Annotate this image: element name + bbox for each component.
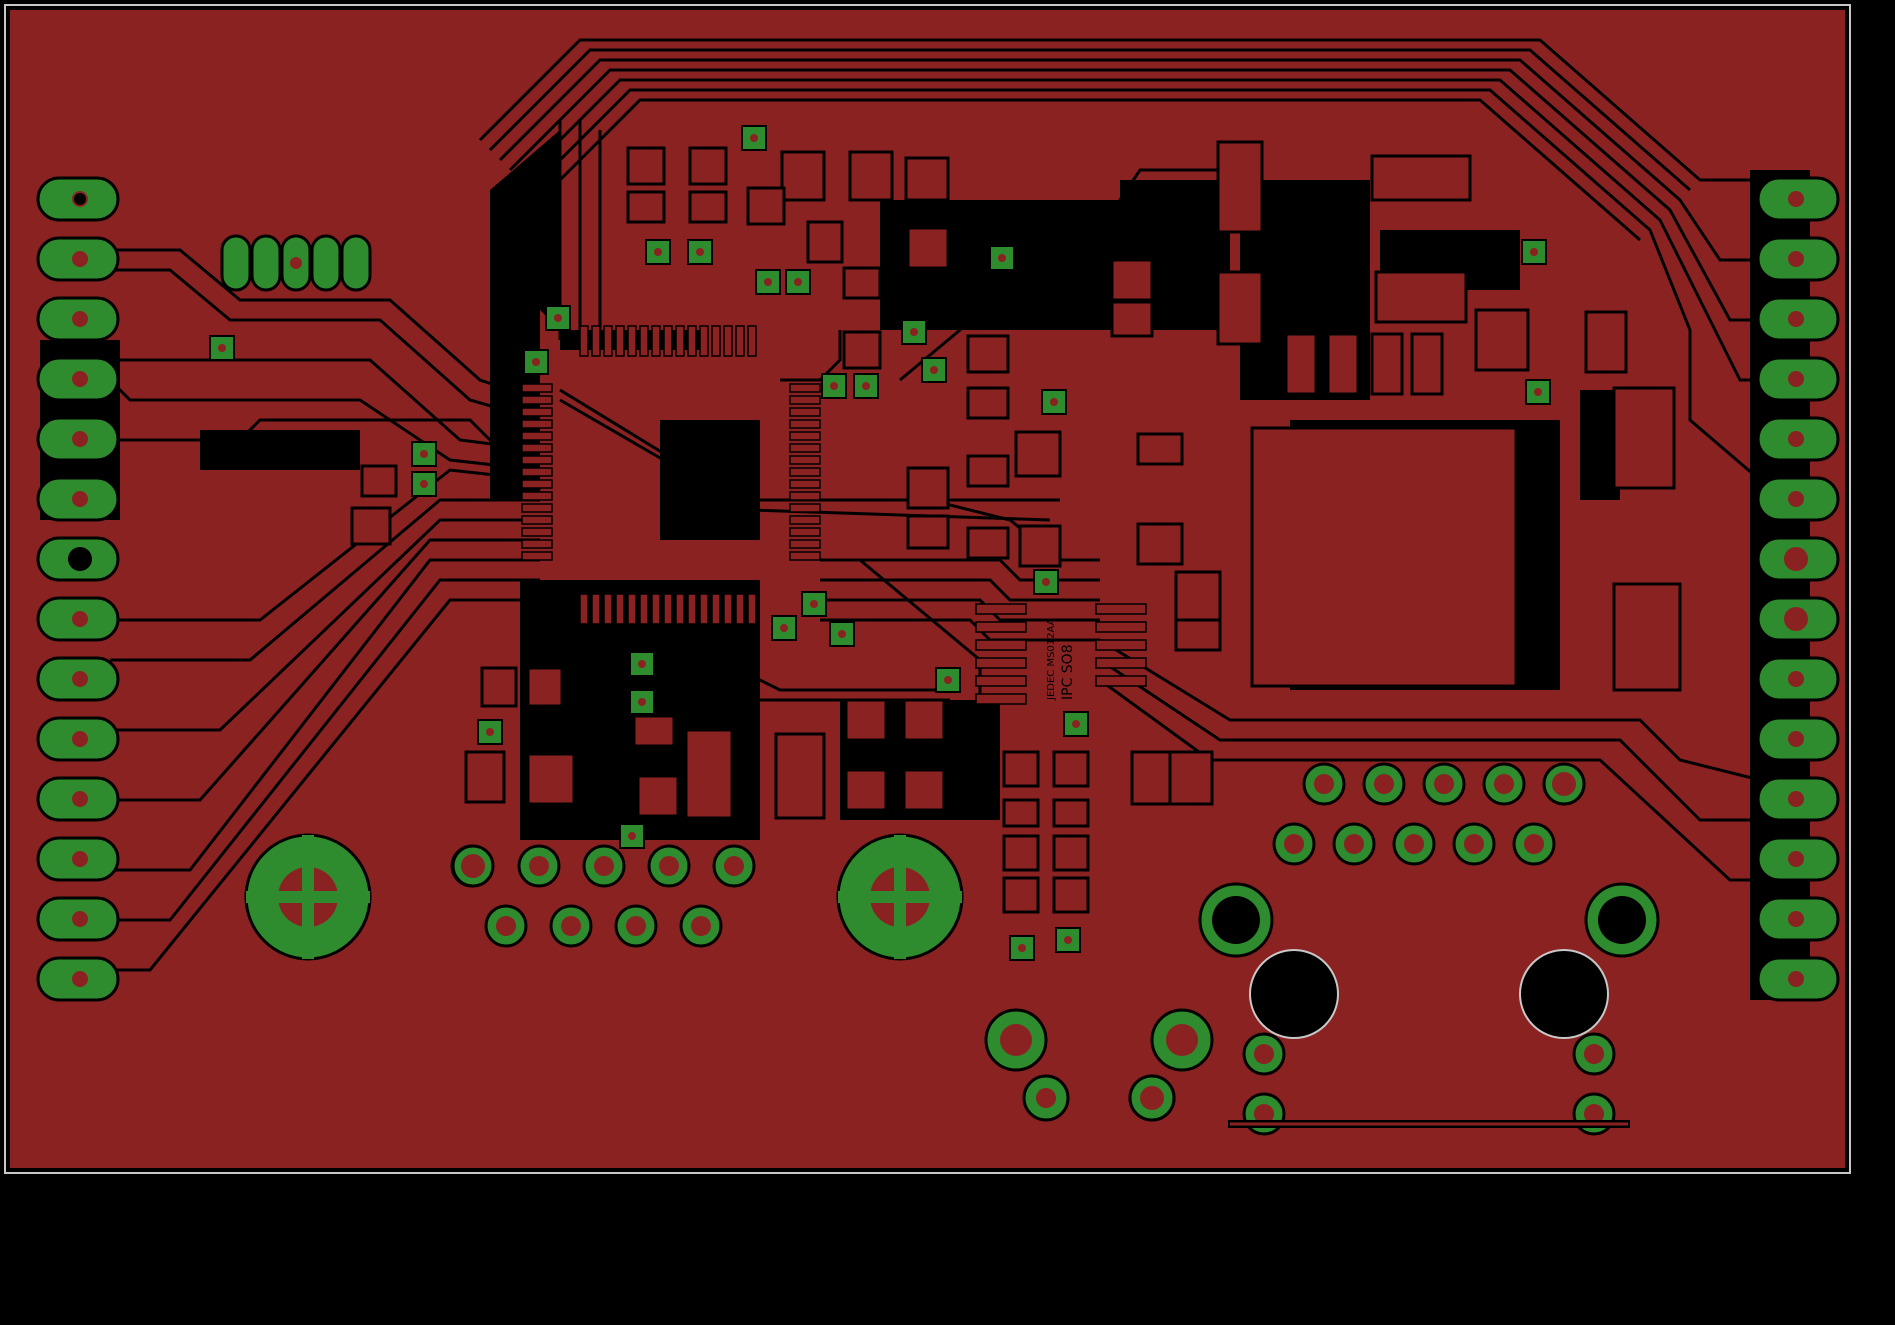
jumper-header [220,234,372,292]
standard-label: JEDEC MS012AA [1046,618,1057,701]
ic-footprints [521,325,1147,705]
thermal-pads [451,762,1586,1122]
silkscreen-label: IPC SO8 JEDEC MS012AA [1046,618,1076,701]
left-header [36,176,120,1002]
trace-group [40,38,1820,972]
mounting-hole-center [836,833,964,961]
via-holes [218,134,1542,952]
right-header [1756,176,1840,1002]
board-outline [4,4,1851,1174]
mounting-hole-left [244,833,372,961]
smd-pad-group [350,140,1682,914]
package-label: IPC SO8 [1060,644,1076,700]
rj45-mount-holes [1212,896,1646,1039]
